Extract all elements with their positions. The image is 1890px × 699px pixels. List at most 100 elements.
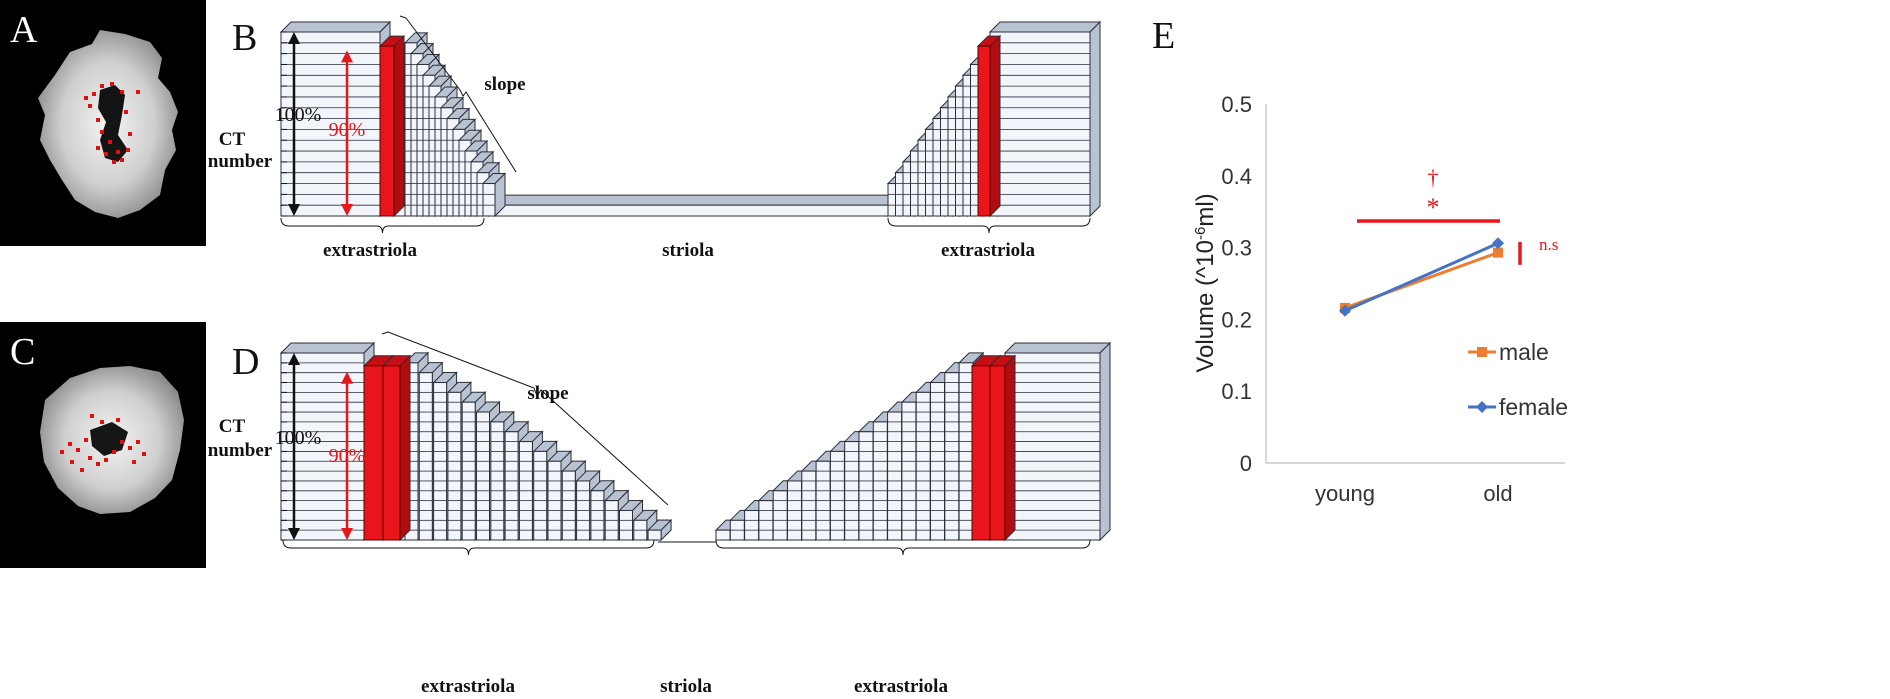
ct-label-line1: CT <box>219 416 246 437</box>
right-step-face <box>887 411 903 541</box>
left-step-face <box>561 470 576 541</box>
region-left-label: extrastriola <box>323 240 417 261</box>
left-step-face <box>476 411 490 541</box>
right-step-face <box>744 509 760 541</box>
panel-b-staircase <box>279 15 1102 234</box>
star-annotation: * <box>1427 193 1440 222</box>
region-brace <box>715 539 1091 556</box>
panel-e-label: E <box>1152 15 1175 57</box>
left-step-face <box>504 431 519 541</box>
y-tick-label: 0.4 <box>1221 164 1252 189</box>
left-step-face <box>418 372 433 541</box>
red-column <box>971 365 991 541</box>
ct-label-line2: number <box>208 151 273 172</box>
slope-label: slope <box>484 74 525 95</box>
panel-e-chart: E Volume (^10-6ml) † * n.s 0 0.1 0.2 0.3 0.4… <box>1152 15 1568 506</box>
arrow-100-head-top <box>288 353 300 365</box>
left-step-face <box>482 183 496 217</box>
arrow-90-head-top <box>341 371 353 384</box>
y-tick-label: 0.1 <box>1221 379 1252 404</box>
legend-marker-male <box>1477 347 1487 357</box>
legend-label-male: male <box>1499 339 1549 365</box>
data-point-male <box>1493 247 1503 258</box>
red-column <box>977 45 991 217</box>
right-top-block-side <box>1089 20 1101 218</box>
panel-c-label: C <box>10 331 35 373</box>
y-tick-label: 0.5 <box>1221 92 1252 117</box>
panel-b-label: B <box>232 17 257 59</box>
right-top-block-side <box>1099 341 1111 542</box>
red-column-side <box>393 34 405 218</box>
right-step-face <box>915 391 931 541</box>
y-tick-label: 0 <box>1240 451 1252 476</box>
panel-c-ct-image: C <box>0 322 206 568</box>
left-step-face <box>590 490 605 541</box>
red-column <box>379 45 395 217</box>
y-tick-label: 0.2 <box>1221 307 1252 332</box>
ct-label-line2: number <box>208 440 273 461</box>
dagger-annotation: † <box>1428 165 1439 190</box>
region-right-label: extrastriola <box>854 676 948 697</box>
right-step-face <box>944 372 960 541</box>
left-top-block-face <box>280 31 381 217</box>
panel-d-label: D <box>232 341 259 383</box>
arrow-100-head-bottom <box>288 528 300 540</box>
region-brace <box>280 217 485 234</box>
right-top-block-face <box>1004 352 1101 541</box>
arrow-100-head-bottom <box>288 204 300 216</box>
pct-90-label: 90% <box>329 445 366 467</box>
slope-bracket <box>399 15 517 173</box>
red-column-side <box>989 34 1001 218</box>
right-step-face <box>772 490 788 541</box>
region-right-label: extrastriola <box>941 240 1035 261</box>
arrow-90-head-bottom <box>341 528 353 540</box>
right-step-face <box>715 529 731 541</box>
red-column-side <box>399 354 411 542</box>
left-step-face <box>447 391 462 541</box>
red-column <box>363 365 384 541</box>
right-step-face <box>801 470 817 541</box>
data-point-female <box>1339 304 1351 317</box>
pct-90-label: 90% <box>329 119 366 141</box>
right-top-block-top <box>988 21 1102 33</box>
ns-annotation: n.s <box>1539 235 1558 254</box>
region-brace <box>282 539 655 556</box>
ct-label-line1: CT <box>219 129 246 150</box>
data-point-female <box>1492 237 1504 250</box>
left-top-block-top <box>279 21 392 33</box>
panel-d-diagram: D CT number slope extrastriola striola e… <box>208 331 1112 697</box>
panel-d-staircase <box>279 331 1112 556</box>
panel-a-ct-image: A <box>0 0 206 246</box>
left-step-face <box>647 529 662 541</box>
y-tick-label: 0.3 <box>1221 236 1252 261</box>
left-step-face <box>533 450 548 541</box>
panel-a-label: A <box>10 9 38 51</box>
x-tick-label: young <box>1315 481 1375 506</box>
right-top-block-top <box>1003 342 1112 354</box>
left-top-block-top <box>279 342 376 354</box>
region-left-label: extrastriola <box>421 676 515 697</box>
red-column <box>989 365 1006 541</box>
slope-bracket <box>381 331 669 506</box>
right-step-face <box>829 450 845 541</box>
region-brace <box>887 217 1091 234</box>
y-axis-title: Volume (^10-6ml) <box>1192 193 1219 372</box>
slope-label: slope <box>527 383 568 404</box>
panel-b-diagram: B CT number slope extrastriola striola e… <box>208 15 1102 261</box>
left-step-face <box>619 509 633 541</box>
legend-label-female: female <box>1499 394 1568 420</box>
arrow-90-head-top <box>341 50 353 63</box>
region-mid-label: striola <box>662 240 714 261</box>
series-line-female <box>1344 241 1499 313</box>
x-tick-label: old <box>1483 481 1512 506</box>
arrow-90-head-bottom <box>341 204 353 216</box>
pct-100-label: 100% <box>275 104 322 126</box>
arrow-100-head-top <box>288 32 300 44</box>
region-mid-label: striola <box>660 676 712 697</box>
legend-marker-female <box>1476 401 1488 413</box>
right-top-block-face <box>989 31 1091 217</box>
red-column <box>382 365 401 541</box>
red-column-side <box>1004 354 1016 542</box>
pct-100-label: 100% <box>275 427 322 449</box>
